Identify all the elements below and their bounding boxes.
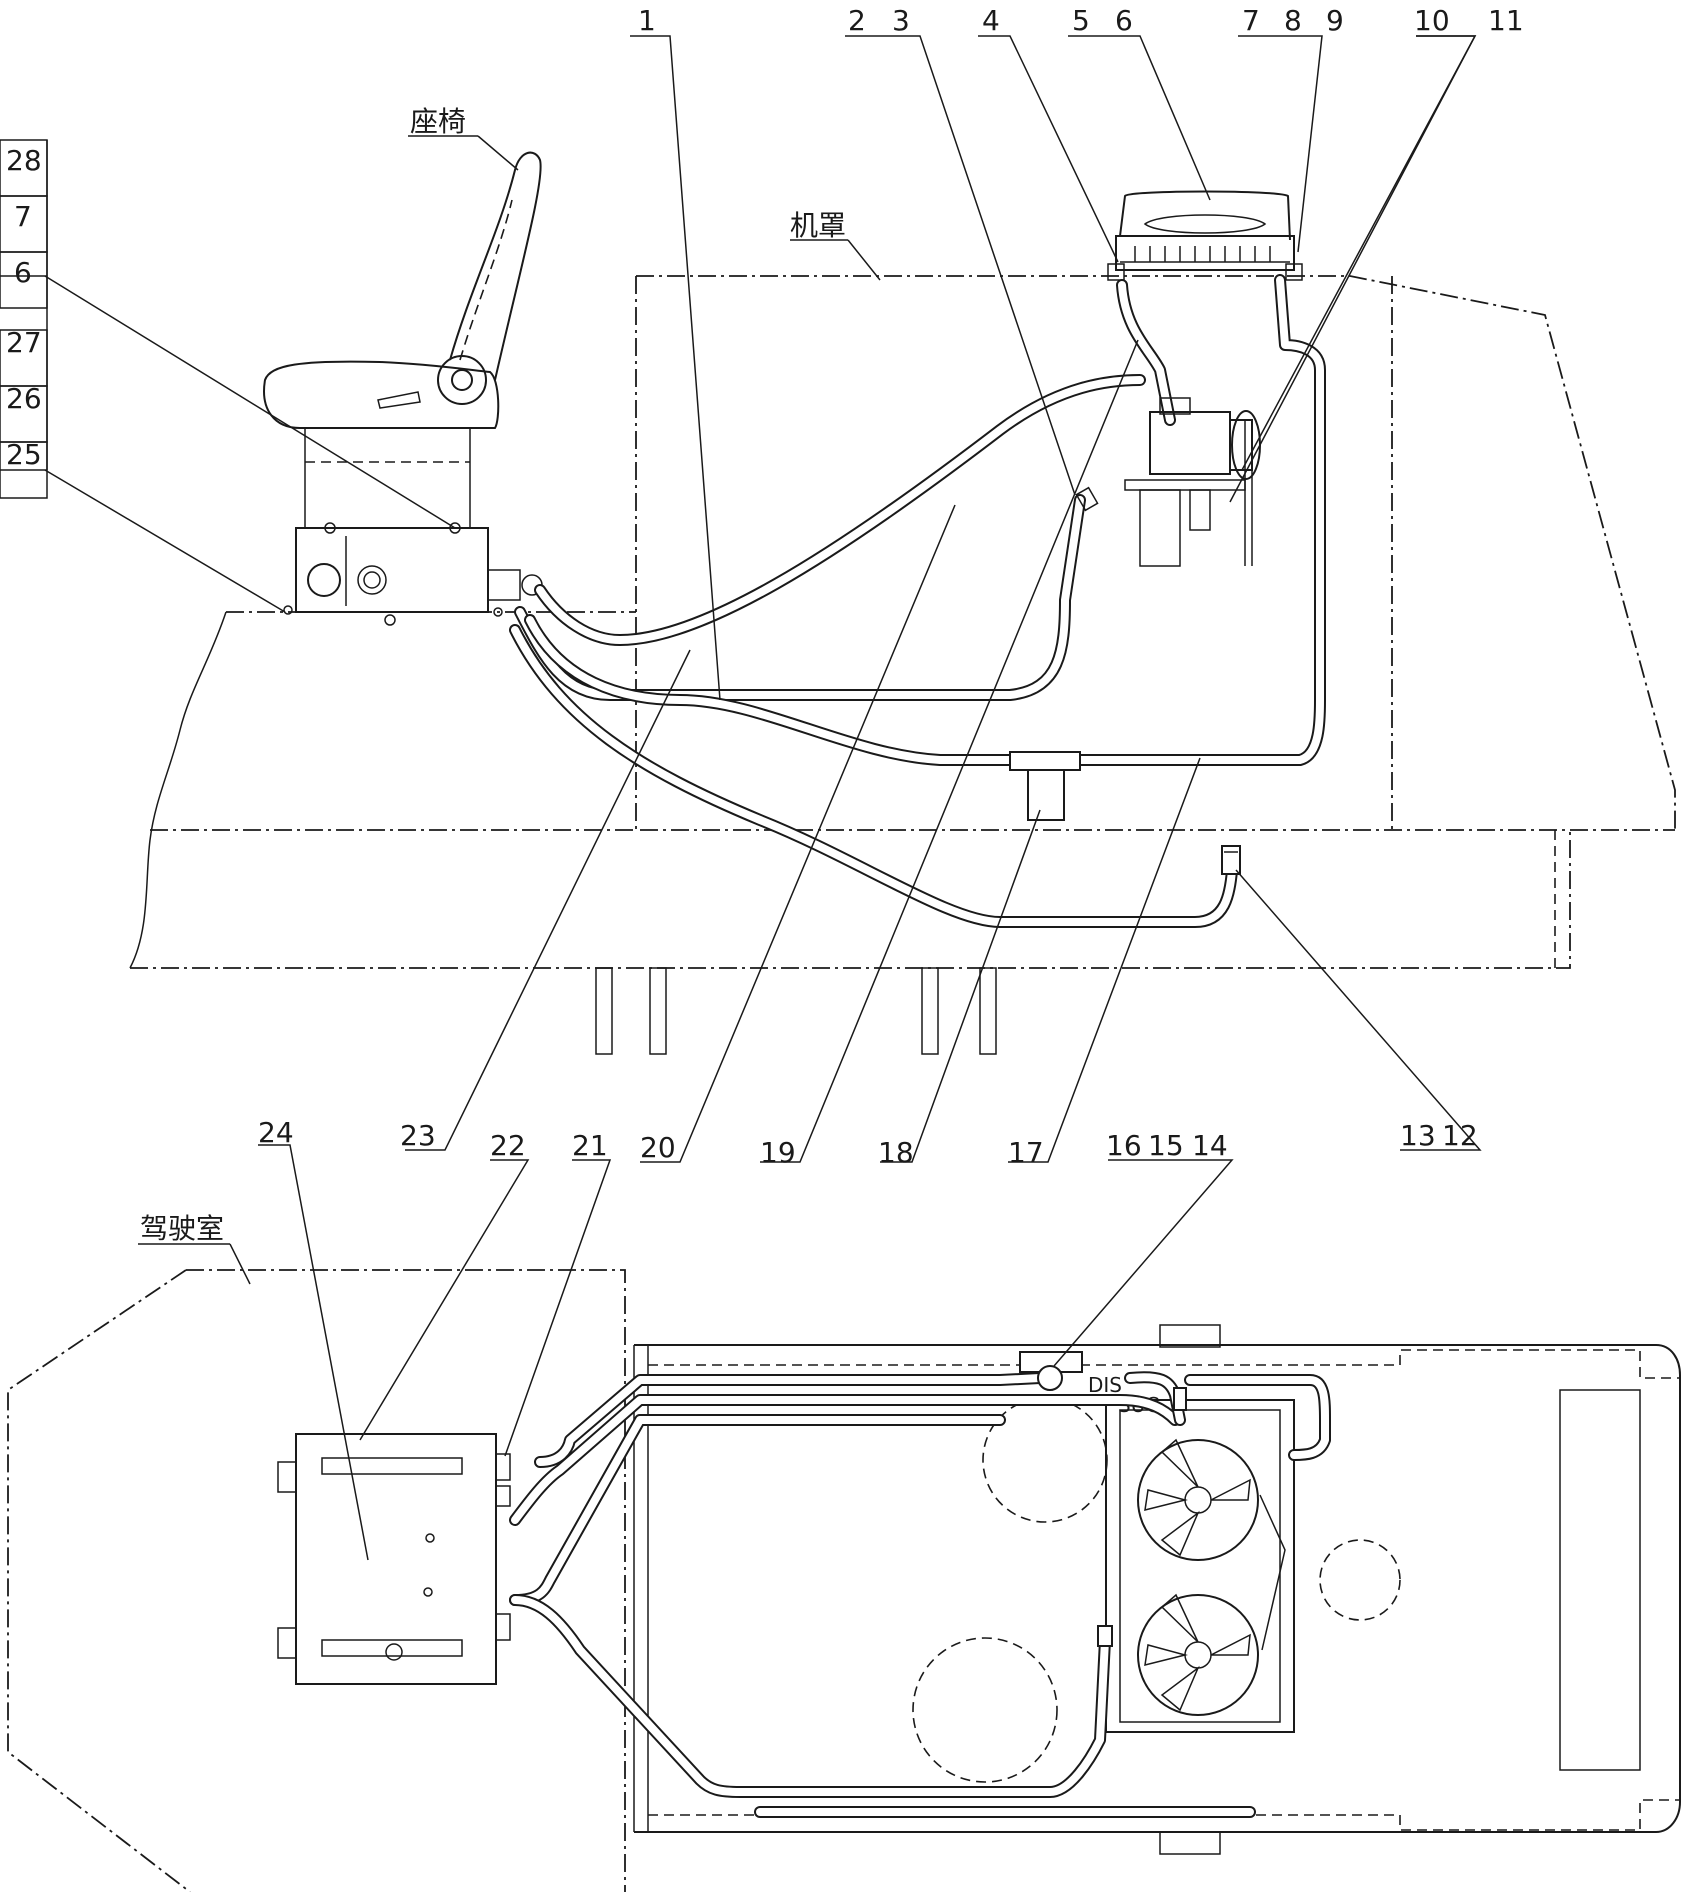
hood-outline — [635, 275, 1676, 831]
receiver-drier-plan — [1019, 1351, 1187, 1647]
frame-outline — [129, 611, 1571, 969]
dis-label: DIS — [1088, 1373, 1122, 1397]
callout-11: 11 — [1488, 4, 1524, 37]
condenser — [1107, 190, 1303, 281]
callout-1: 1 — [638, 4, 656, 37]
callout-22: 22 — [490, 1129, 526, 1162]
callout-23: 23 — [400, 1119, 436, 1152]
callout-20: 20 — [640, 1131, 676, 1164]
evaporator-unit — [283, 522, 543, 626]
callout-9: 9 — [1326, 4, 1344, 37]
top-leaders — [630, 35, 1477, 701]
callout-8: 8 — [1284, 4, 1302, 37]
mid-callouts: 23 20 19 18 17 13 12 — [400, 1119, 1478, 1169]
callout-16: 16 — [1106, 1129, 1142, 1162]
callout-25: 25 — [6, 438, 42, 471]
refrigerant-pipes-top — [509, 274, 1326, 928]
callout-27: 27 — [6, 326, 42, 359]
callout-15: 15 — [1148, 1129, 1184, 1162]
seat — [263, 151, 542, 529]
left-leaders — [0, 140, 456, 613]
callout-21: 21 — [572, 1129, 608, 1162]
top-callouts: 1 2 3 4 5 6 7 8 9 10 11 — [638, 4, 1524, 37]
condenser-fan-assembly — [1105, 1399, 1295, 1733]
callout-6-left: 6 — [14, 256, 32, 289]
callout-7: 7 — [1242, 4, 1260, 37]
callout-6: 6 — [1115, 4, 1133, 37]
callout-28: 28 — [6, 144, 42, 177]
refrigerant-pipes-plan — [509, 1371, 1331, 1818]
seat-label: 座椅 — [410, 105, 466, 138]
pressure-switch — [1221, 845, 1241, 875]
left-callouts: 28 7 6 27 26 25 — [0, 139, 48, 499]
expansion-valve — [1075, 486, 1099, 512]
evaporator-plan — [277, 1433, 511, 1685]
callout-12: 12 — [1442, 1119, 1478, 1152]
callout-19: 19 — [760, 1136, 796, 1169]
cab-label: 驾驶室 — [140, 1212, 224, 1245]
callout-2: 2 — [848, 4, 866, 37]
callout-18: 18 — [878, 1136, 914, 1169]
compressor — [1124, 397, 1261, 567]
callout-26: 26 — [6, 382, 42, 415]
callout-10: 10 — [1414, 4, 1450, 37]
bottom-callouts: 24 22 21 16 15 14 — [258, 1116, 1228, 1162]
callout-5: 5 — [1072, 4, 1090, 37]
receiver-drier — [1009, 751, 1081, 821]
bottom-leaders — [258, 1144, 1234, 1561]
callout-17: 17 — [1008, 1136, 1044, 1169]
callout-3: 3 — [892, 4, 910, 37]
callout-4: 4 — [982, 4, 1000, 37]
callout-13: 13 — [1400, 1119, 1436, 1152]
callout-14: 14 — [1192, 1129, 1228, 1162]
hood-label: 机罩 — [790, 209, 846, 242]
cab-outline — [7, 1269, 626, 1892]
mid-leaders — [405, 339, 1482, 1163]
frame-legs — [595, 967, 997, 1055]
callout-24: 24 — [258, 1116, 294, 1149]
condenser-fins — [1134, 246, 1271, 262]
callout-7-left: 7 — [14, 200, 32, 233]
